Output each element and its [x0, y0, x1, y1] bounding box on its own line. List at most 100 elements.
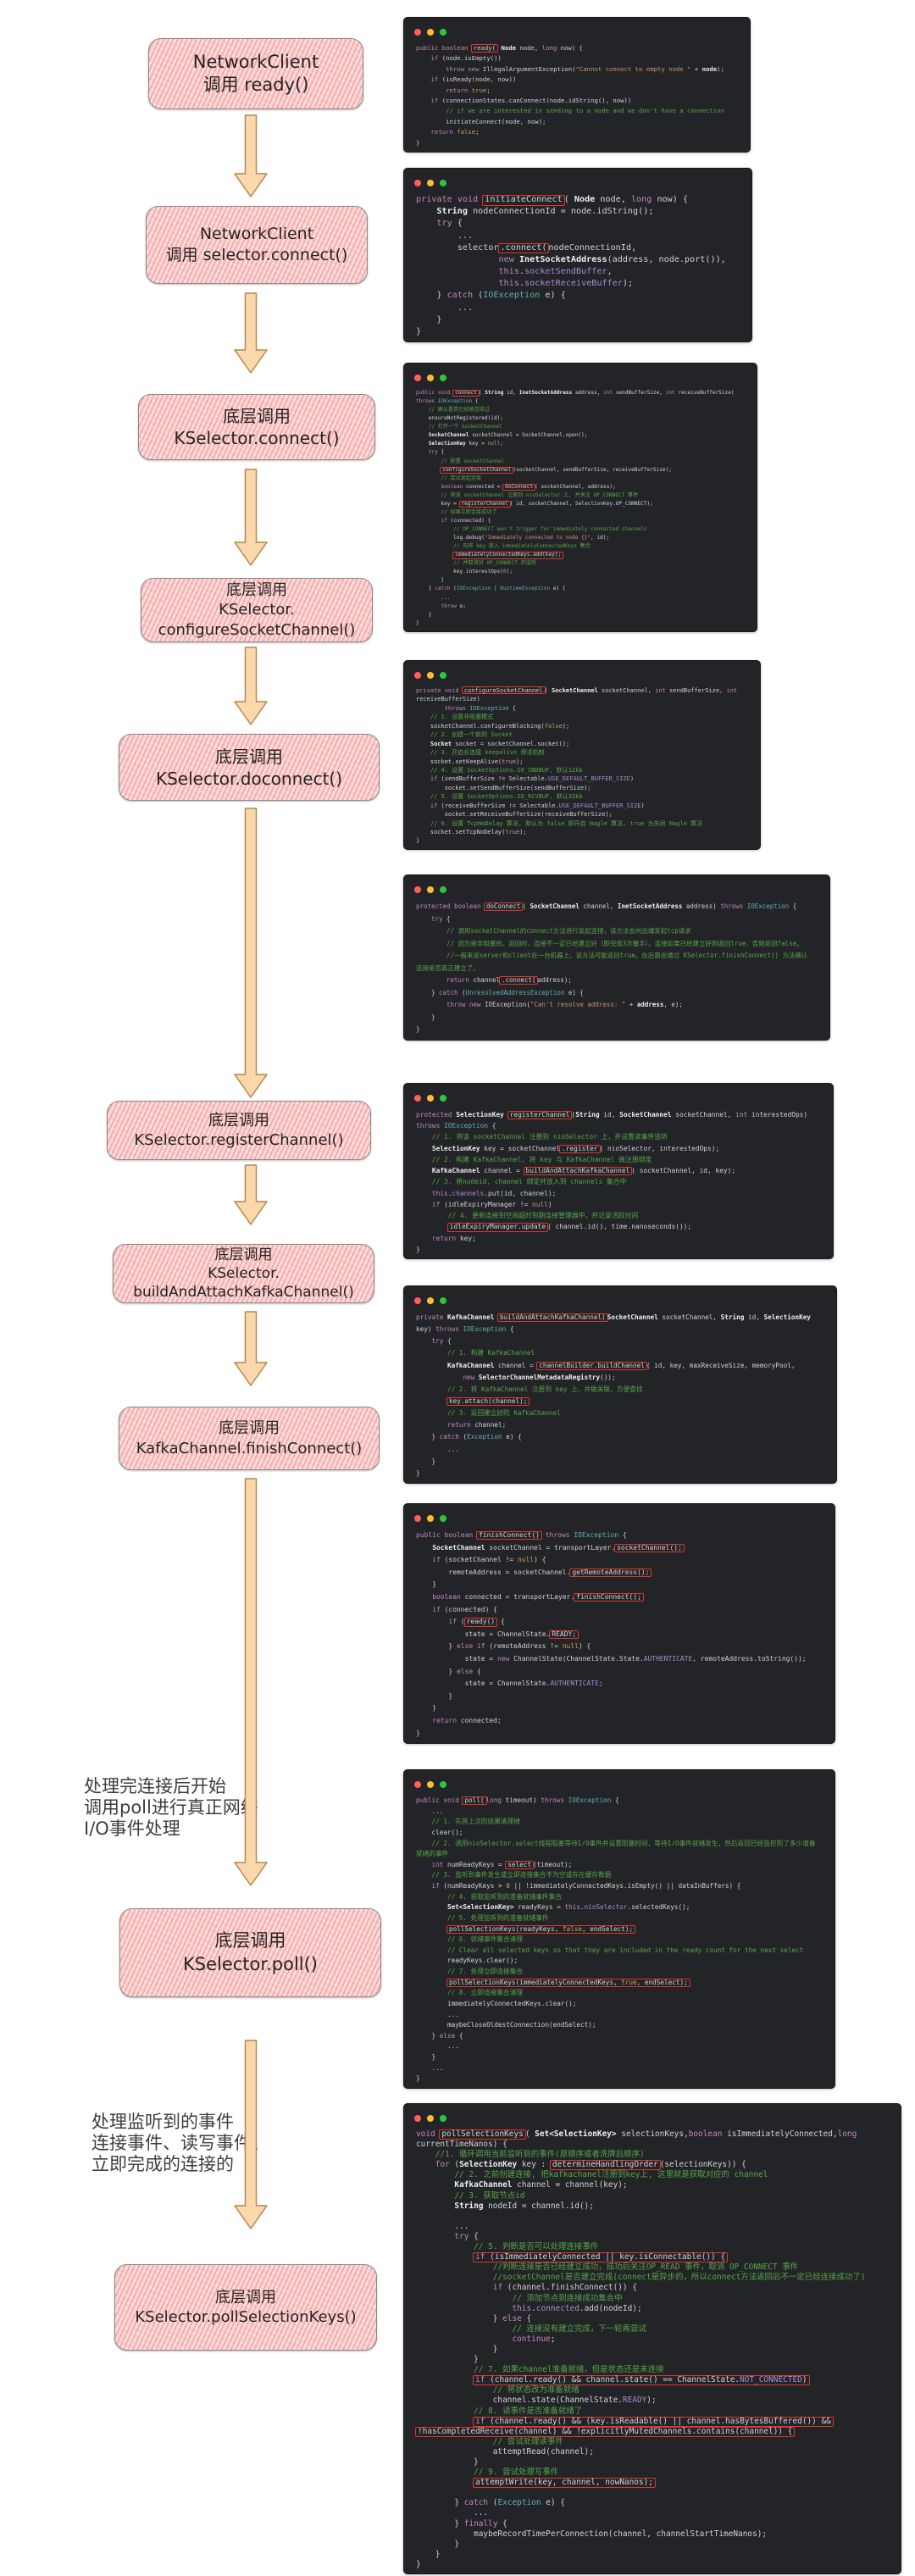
highlight-box: pollSelectionKeys(readyKeys, false, endS… — [446, 1924, 636, 1934]
code-line: if (isReady(node, now)) — [430, 75, 517, 84]
code-line: // 1. 设置非阻塞模式 — [416, 713, 494, 721]
code-line: // 连接没有建立完成，下一轮再尝试 — [416, 2323, 646, 2334]
code-line: ... — [416, 1445, 459, 1453]
code-line: this.channels.put(id, channel); — [431, 1189, 557, 1197]
highlight-box: connect — [452, 390, 480, 397]
flow-box-label: 底层调用 — [215, 746, 283, 767]
code-line: // 3. 开启长连接 keepalive 保活机制 — [416, 748, 545, 757]
code-line: socketChannel.configureBlocking(false); — [416, 721, 570, 730]
code-line: // 8. 立即连接集合清理 — [416, 1989, 524, 1997]
highlight-box: if (isImmediatelyConnected || key.isConn… — [473, 2252, 729, 2263]
code-line: } — [416, 1457, 436, 1465]
code-line: KafkaChannel channel = buildAndAttachKaf… — [431, 1167, 736, 1176]
code-line: this.connected.add(nodeId); — [512, 2303, 642, 2313]
code-line: maybeCloseOldestConnection(endSelect); — [416, 2021, 596, 2029]
flow-box-label: KSelector.poll() — [182, 1953, 319, 1974]
close-icon — [414, 1781, 421, 1788]
code-line: boolean connected = transportLayer.finis… — [416, 1591, 823, 1604]
code-line: // 4. 获取监听到的准备就绪事件集合 — [416, 1892, 563, 1901]
minimize-icon — [427, 180, 434, 186]
highlight-box: .connect( — [498, 976, 539, 985]
highlight-box: idleExpiryManager.update — [446, 1223, 549, 1232]
code-line: remoteAddress = socketChannel.getRemoteA… — [416, 1567, 823, 1579]
code-line: pollSelectionKeys(immediatelyConnectedKe… — [416, 1978, 823, 1989]
highlight-box: doConnect — [483, 902, 524, 911]
flow-box-label: 底层调用 — [214, 1930, 286, 1951]
code-line: idleExpiryManager.update( channel.id(), … — [416, 1221, 821, 1232]
code-content: public void connect( String id, InetSock… — [404, 386, 757, 631]
code-line: } else { — [416, 1667, 481, 1675]
code-line: // 5. 判断是否可以处理连接事件 — [416, 2242, 599, 2252]
code-line: key) throws IOException { — [416, 1325, 514, 1334]
code-line: // 因为是非阻塞的，返回时，连接不一定已经建立好（即完成3次握手）。连接如果已… — [416, 939, 803, 947]
code-window-KSelector.connect: public void connect( String id, InetSock… — [403, 363, 757, 632]
code-line: return connected; — [432, 1716, 502, 1724]
code-line: if (socketChannel != null) { — [432, 1556, 546, 1564]
code-line: // 尝试处理读事件 — [416, 2436, 563, 2446]
flow-note-line: 立即完成的连接的 — [92, 2154, 234, 2174]
maximize-icon — [440, 2115, 446, 2122]
code-window-KSelector.buildAndAttachKafkaChannel: private KafkaChannel buildAndAttachKafka… — [403, 1285, 837, 1484]
window-titlebar — [404, 2104, 901, 2127]
code-line: socket.setKeepAlive(true); — [416, 757, 524, 765]
code-line: // 3. 监听到事件发生或立即连接集合不为空或存在缓存数据 — [416, 1871, 612, 1879]
window-titlebar — [404, 18, 750, 41]
code-line: currentTimeNanos) { — [416, 2140, 507, 2150]
code-line: // 确认是否已经被连接过 — [416, 407, 490, 414]
code-line: // 添加节点到连接成功集合中 — [416, 2293, 623, 2303]
code-line: clear(); — [416, 1828, 463, 1836]
code-line: socket.setReceiveBufferSize(receiveBuffe… — [416, 810, 613, 819]
code-line: ... — [416, 2221, 469, 2231]
code-line: String nodeConnectionId = node.idString(… — [436, 207, 654, 217]
code-line: // 尝试发起连接 — [416, 475, 482, 481]
code-line: // 7. 如果channel准备就绪，但是状态还是未连接 — [416, 2365, 664, 2375]
minimize-icon — [427, 886, 434, 893]
code-line: ... — [416, 1807, 444, 1815]
close-icon — [414, 886, 421, 893]
code-line: try { — [436, 219, 463, 229]
code-content: public boolean finishConnect() throws IO… — [404, 1527, 835, 1743]
code-line: immediatelyConnectedKeys.add(key); — [416, 551, 745, 559]
code-line: return channel; — [446, 1421, 507, 1430]
code-window-KSelector.pollSelectionKeys: void pollSelectionKeys( Set<SelectionKey… — [403, 2103, 901, 2574]
code-line: } — [416, 1468, 420, 1477]
maximize-icon — [440, 1781, 446, 1788]
code-line: // 3. 返回建立好的 KafkaChannel — [416, 1409, 561, 1418]
code-content: public boolean ready( Node node, long no… — [404, 41, 750, 152]
code-line: } — [416, 2559, 421, 2569]
close-icon — [414, 1095, 421, 1102]
code-line: throws IOException { — [416, 1122, 496, 1130]
flow-note-line: 连接事件、读写事件、 — [92, 2133, 269, 2153]
code-line: KafkaChannel channel = channelBuilder.bu… — [446, 1361, 796, 1370]
code-line: //判断连接是否已经建立成功，成功后关注OP_READ 事件，取消 OP_CON… — [416, 2262, 799, 2273]
code-line: if (node.isEmpty()) — [430, 54, 502, 63]
code-line: try { — [454, 2231, 479, 2241]
code-line: throws IOException { — [416, 398, 479, 405]
code-window-KSelector.configureSocketChannel: private void configureSocketChannel( Soc… — [403, 660, 761, 850]
code-line: // if we are interested in sending to a … — [416, 107, 724, 115]
code-line: attemptRead(channel); — [416, 2446, 594, 2457]
code-line: ... — [416, 2063, 444, 2072]
flow-note-line: 调用poll进行真正网络 — [84, 1797, 258, 1818]
highlight-box: if (channel.ready() && (key.isReadable()… — [473, 2416, 834, 2427]
code-line: } — [416, 1245, 420, 1253]
code-line: // 2. 调用nioSelector.select线程阻塞等待I/O事件并设置… — [416, 1839, 816, 1847]
highlight-box: buildAndAttachKafkaChannel — [523, 1167, 633, 1176]
flow-box-label: 调用 selector.connect() — [165, 246, 348, 264]
code-content: protected boolean doConnect( SocketChann… — [404, 898, 829, 1040]
close-icon — [414, 180, 421, 186]
highlight-box: !hasCompletedReceive(channel) && !explic… — [415, 2426, 796, 2437]
maximize-icon — [440, 375, 446, 381]
close-icon — [414, 2115, 421, 2122]
highlight-box: configureSocketChannel — [440, 466, 514, 474]
window-titlebar — [404, 364, 757, 386]
flow-box-label: 底层调用 — [219, 1419, 280, 1438]
code-line: } finally { — [416, 2518, 507, 2529]
code-line: } — [416, 577, 445, 584]
code-line: private void configureSocketChannel( Soc… — [416, 686, 738, 695]
window-titlebar — [404, 875, 829, 898]
code-line: // 5. 处理监听到的准备就绪事件 — [416, 1913, 549, 1922]
flow-box-label: NetworkClient — [192, 51, 319, 72]
